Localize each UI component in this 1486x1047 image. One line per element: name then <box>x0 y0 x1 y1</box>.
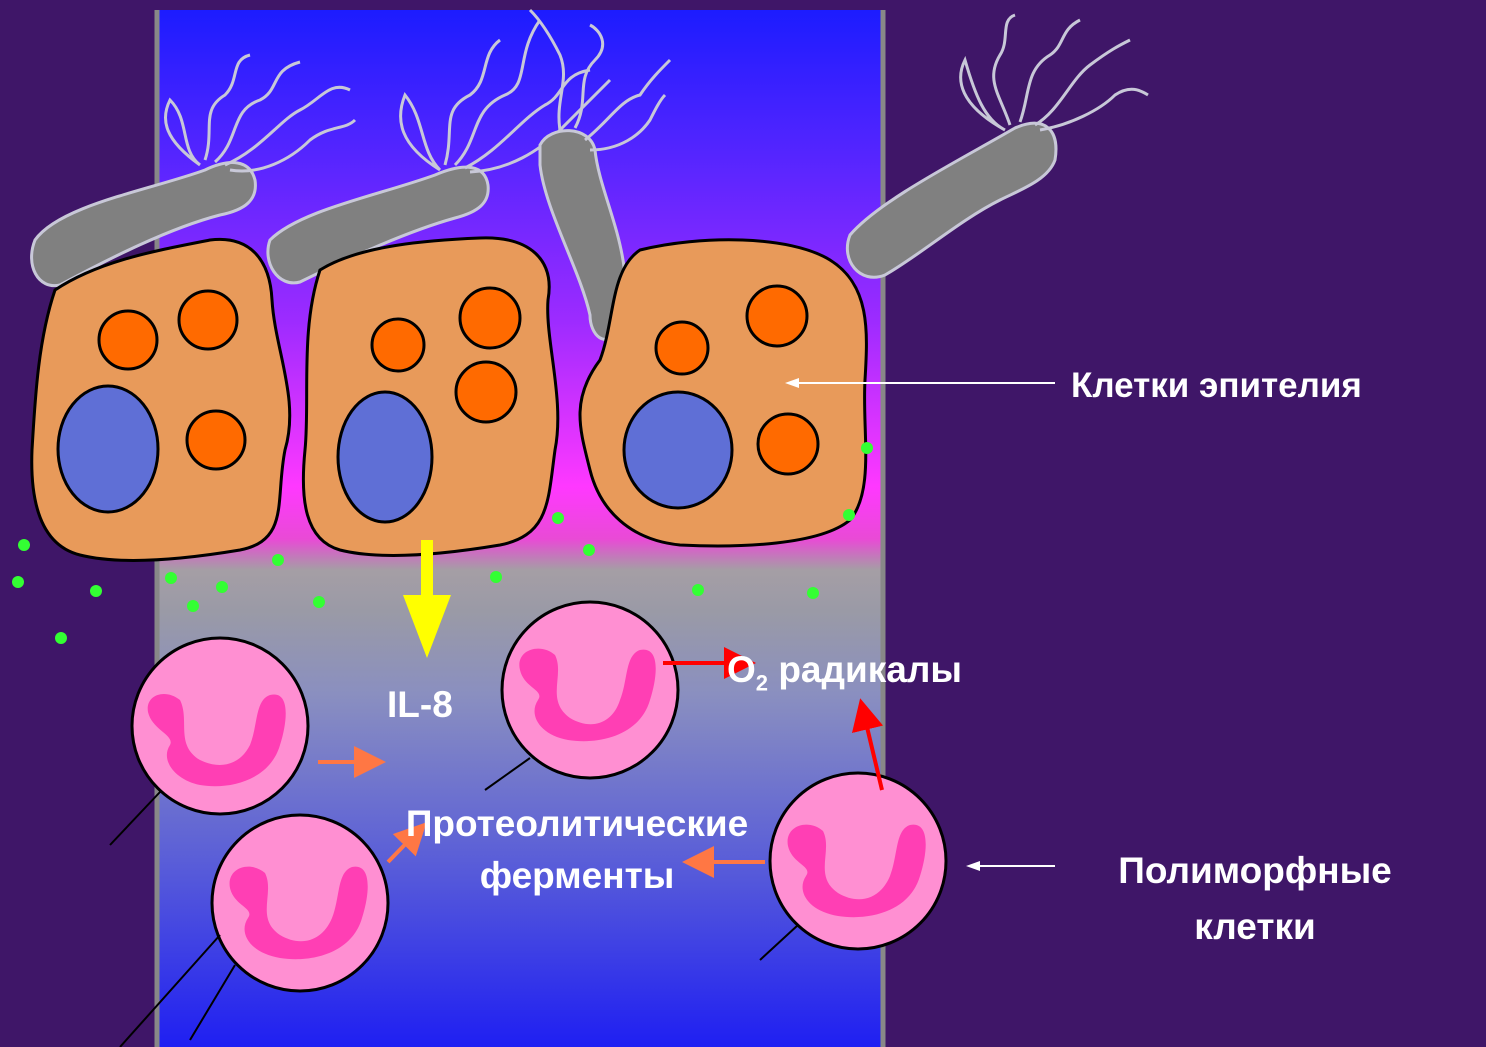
o2-text: O <box>727 649 756 690</box>
epithelial-cell <box>303 238 557 556</box>
polymorph-line1: Полиморфные <box>1068 843 1442 899</box>
o2-subscript: 2 <box>756 670 768 695</box>
polymorphonuclear-label: Полиморфные клетки <box>1068 843 1442 955</box>
il8-label: IL-8 <box>387 684 453 727</box>
proteolytic-line1: Протеолитические <box>354 798 800 850</box>
epithelium-label: Клетки эпителия <box>1071 366 1362 406</box>
epithelial-cell <box>580 240 866 546</box>
bacterium <box>847 15 1148 277</box>
o2-radicals-label: O2 радикалы <box>727 649 962 696</box>
radicals-text: радикалы <box>778 649 962 690</box>
proteolytic-line2: ферменты <box>354 850 800 902</box>
polymorph-line2: клетки <box>1068 899 1442 955</box>
epithelial-cell <box>32 239 290 560</box>
proteolytic-enzymes-label: Протеолитические ферменты <box>354 798 800 902</box>
